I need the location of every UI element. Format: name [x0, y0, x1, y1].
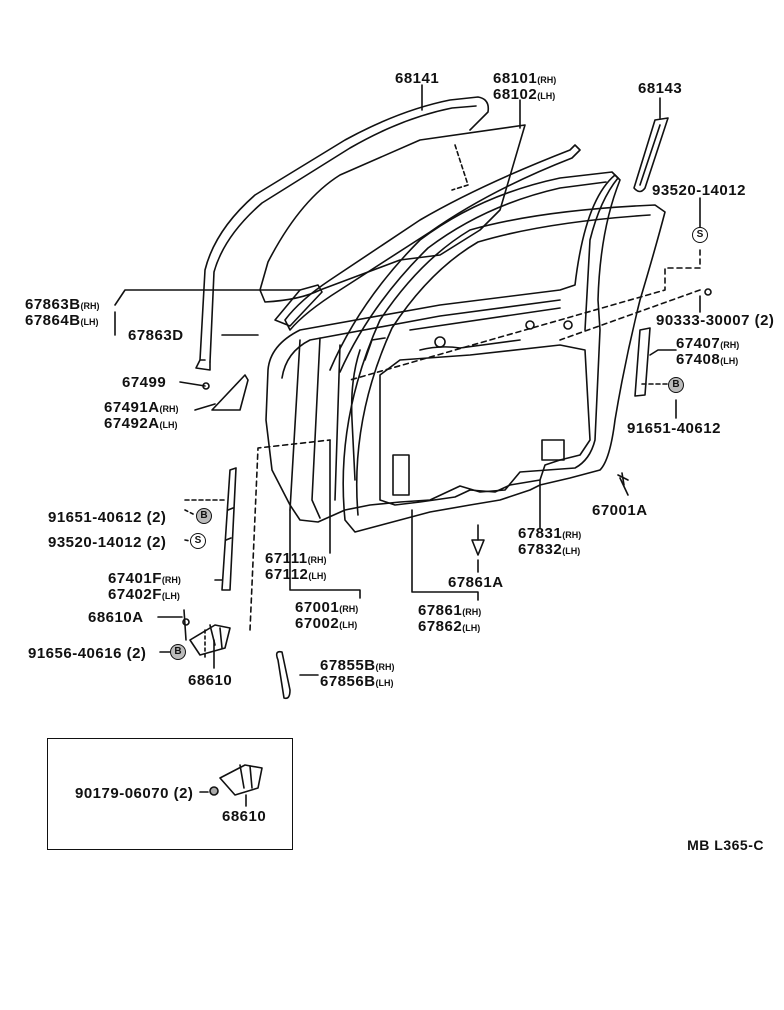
part-90333: 90333-30007 (2): [656, 312, 775, 329]
part-67002: 67002(LH): [295, 615, 358, 632]
part-67863b: 67863B(RH): [25, 296, 100, 313]
part-67492a: 67492A(LH): [104, 415, 178, 432]
part-91656: 91656-40616 (2): [28, 645, 147, 662]
run-channel-68143: [633, 117, 669, 193]
service-hole-cover-67831: [379, 344, 591, 506]
part-68101: 68101(RH): [493, 70, 557, 87]
inset-box: [47, 738, 293, 850]
part-67112: 67112(LH): [265, 566, 327, 583]
part-67001a: 67001A: [592, 502, 648, 519]
part-67001: 67001(RH): [295, 599, 359, 616]
part-67862: 67862(LH): [418, 618, 481, 635]
part-67499: 67499: [122, 374, 167, 391]
part-68610a: 68610A: [88, 609, 144, 626]
part-67864b: 67864B(LH): [25, 312, 99, 329]
part-68610: 68610: [188, 672, 233, 689]
part-67863d: 67863D: [128, 327, 184, 344]
part-67401f: 67401F(RH): [108, 570, 181, 587]
symbol-b-hinge: B: [170, 644, 186, 660]
part-67402f: 67402F(LH): [108, 586, 180, 603]
part-67856b: 67856B(LH): [320, 673, 394, 690]
part-93520-top: 93520-14012: [652, 182, 746, 199]
part-68143: 68143: [638, 80, 683, 97]
part-68141: 68141: [395, 70, 440, 87]
part-67408: 67408(LH): [676, 351, 739, 368]
part-90179: 90179-06070 (2): [75, 785, 194, 802]
part-67111: 67111(RH): [265, 550, 327, 567]
part-67861: 67861(RH): [418, 602, 482, 619]
run-channel-68141: [199, 96, 490, 361]
part-68102: 68102(LH): [493, 86, 556, 103]
figure-code: MB L365-C: [687, 837, 764, 853]
part-67491a: 67491A(RH): [104, 399, 179, 416]
part-91651-right: 91651-40612: [627, 420, 721, 437]
part-67855b: 67855B(RH): [320, 657, 395, 674]
part-93520-left: 93520-14012 (2): [48, 534, 167, 551]
part-68610-inset: 68610: [222, 808, 267, 825]
part-91651-left: 91651-40612 (2): [48, 509, 167, 526]
part-67407: 67407(RH): [676, 335, 740, 352]
part-67832: 67832(LH): [518, 541, 581, 558]
symbol-b-left: B: [196, 508, 212, 524]
door-hinge-68610: [189, 624, 231, 656]
symbol-s-top: S: [692, 227, 708, 243]
part-67831: 67831(RH): [518, 525, 582, 542]
symbol-b-right: B: [668, 377, 684, 393]
part-67861a: 67861A: [448, 574, 504, 591]
symbol-s-left: S: [190, 533, 206, 549]
weatherstrip-67861: [342, 204, 666, 533]
